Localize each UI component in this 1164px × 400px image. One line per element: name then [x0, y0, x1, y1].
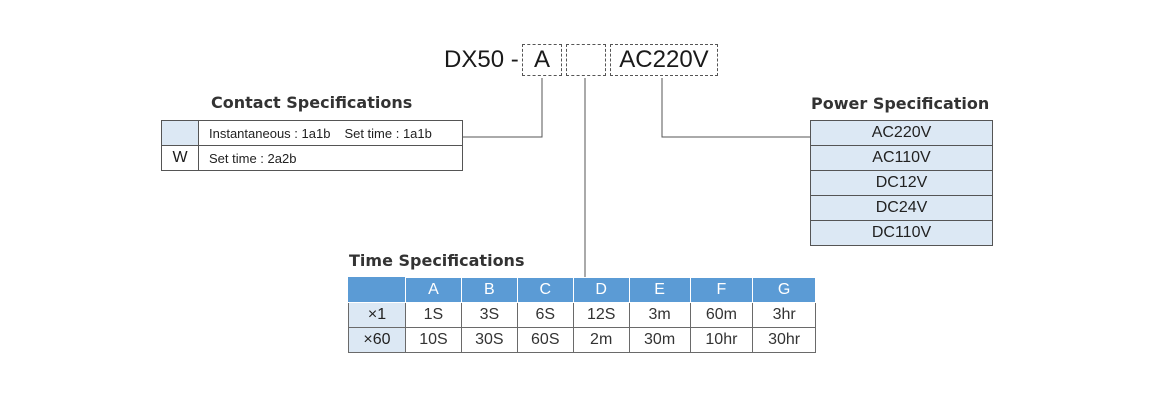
time-cell: 12S: [572, 302, 630, 328]
time-col-header: A: [405, 277, 462, 303]
time-corner-cell: [348, 277, 406, 303]
contact-row: W Set time : 2a2b: [161, 145, 463, 171]
power-connector: [661, 78, 810, 138]
power-item: DC12V: [810, 170, 993, 196]
time-col-header: G: [752, 277, 816, 303]
time-row: ×1 1S 3S 6S 12S 3m 60m 3hr: [348, 302, 816, 328]
time-row-label: ×1: [348, 302, 406, 328]
time-row: ×60 10S 30S 60S 2m 30m 10hr 30hr: [348, 327, 816, 353]
contact-desc-a: Instantaneous : 1a1b: [209, 125, 331, 141]
time-col-header: F: [689, 277, 754, 303]
time-cell: 10S: [405, 327, 462, 353]
power-item: DC24V: [810, 195, 993, 221]
time-cell: 6S: [516, 302, 574, 328]
contact-code: W: [161, 145, 199, 171]
contact-desc-b: Set time : 1a1b: [344, 125, 432, 141]
power-item: DC110V: [810, 220, 993, 246]
model-slot-power: AC220V: [610, 44, 718, 76]
contact-connector: [463, 78, 543, 138]
contact-code: [161, 120, 199, 146]
power-table: AC220V AC110V DC12V DC24V DC110V: [810, 120, 993, 246]
time-cell: 3S: [460, 302, 518, 328]
time-cell: 3hr: [752, 302, 816, 328]
contact-desc: Instantaneous : 1a1b Set time : 1a1b: [198, 120, 463, 146]
power-title: Power Specification: [811, 94, 990, 113]
model-slot-contact: A: [522, 44, 562, 76]
contact-desc-a: Set time : 2a2b: [209, 150, 297, 166]
time-title: Time Specifications: [349, 251, 525, 270]
time-col-header: B: [460, 277, 518, 303]
time-col-header: D: [572, 277, 630, 303]
time-cell: 3m: [628, 302, 691, 328]
time-col-header: C: [516, 277, 574, 303]
time-cell: 2m: [572, 327, 630, 353]
time-cell: 30S: [460, 327, 518, 353]
power-item: AC110V: [810, 145, 993, 171]
time-cell: 30m: [628, 327, 691, 353]
model-slot-time: [566, 44, 606, 76]
time-cell: 10hr: [689, 327, 754, 353]
time-row-label: ×60: [348, 327, 406, 353]
contact-row: Instantaneous : 1a1b Set time : 1a1b: [161, 120, 463, 146]
model-prefix: DX50 -: [444, 46, 519, 73]
time-table: A B C D E F G ×1 1S 3S 6S 12S 3m 60m 3hr…: [348, 277, 816, 353]
contact-title: Contact Specifications: [211, 93, 413, 112]
contact-desc: Set time : 2a2b: [198, 145, 463, 171]
time-cell: 60m: [689, 302, 754, 328]
time-cell: 30hr: [752, 327, 816, 353]
time-header-row: A B C D E F G: [348, 277, 816, 303]
power-item: AC220V: [810, 120, 993, 146]
time-col-header: E: [628, 277, 691, 303]
time-cell: 60S: [516, 327, 574, 353]
time-cell: 1S: [405, 302, 462, 328]
contact-table: Instantaneous : 1a1b Set time : 1a1b W Se…: [161, 120, 463, 171]
